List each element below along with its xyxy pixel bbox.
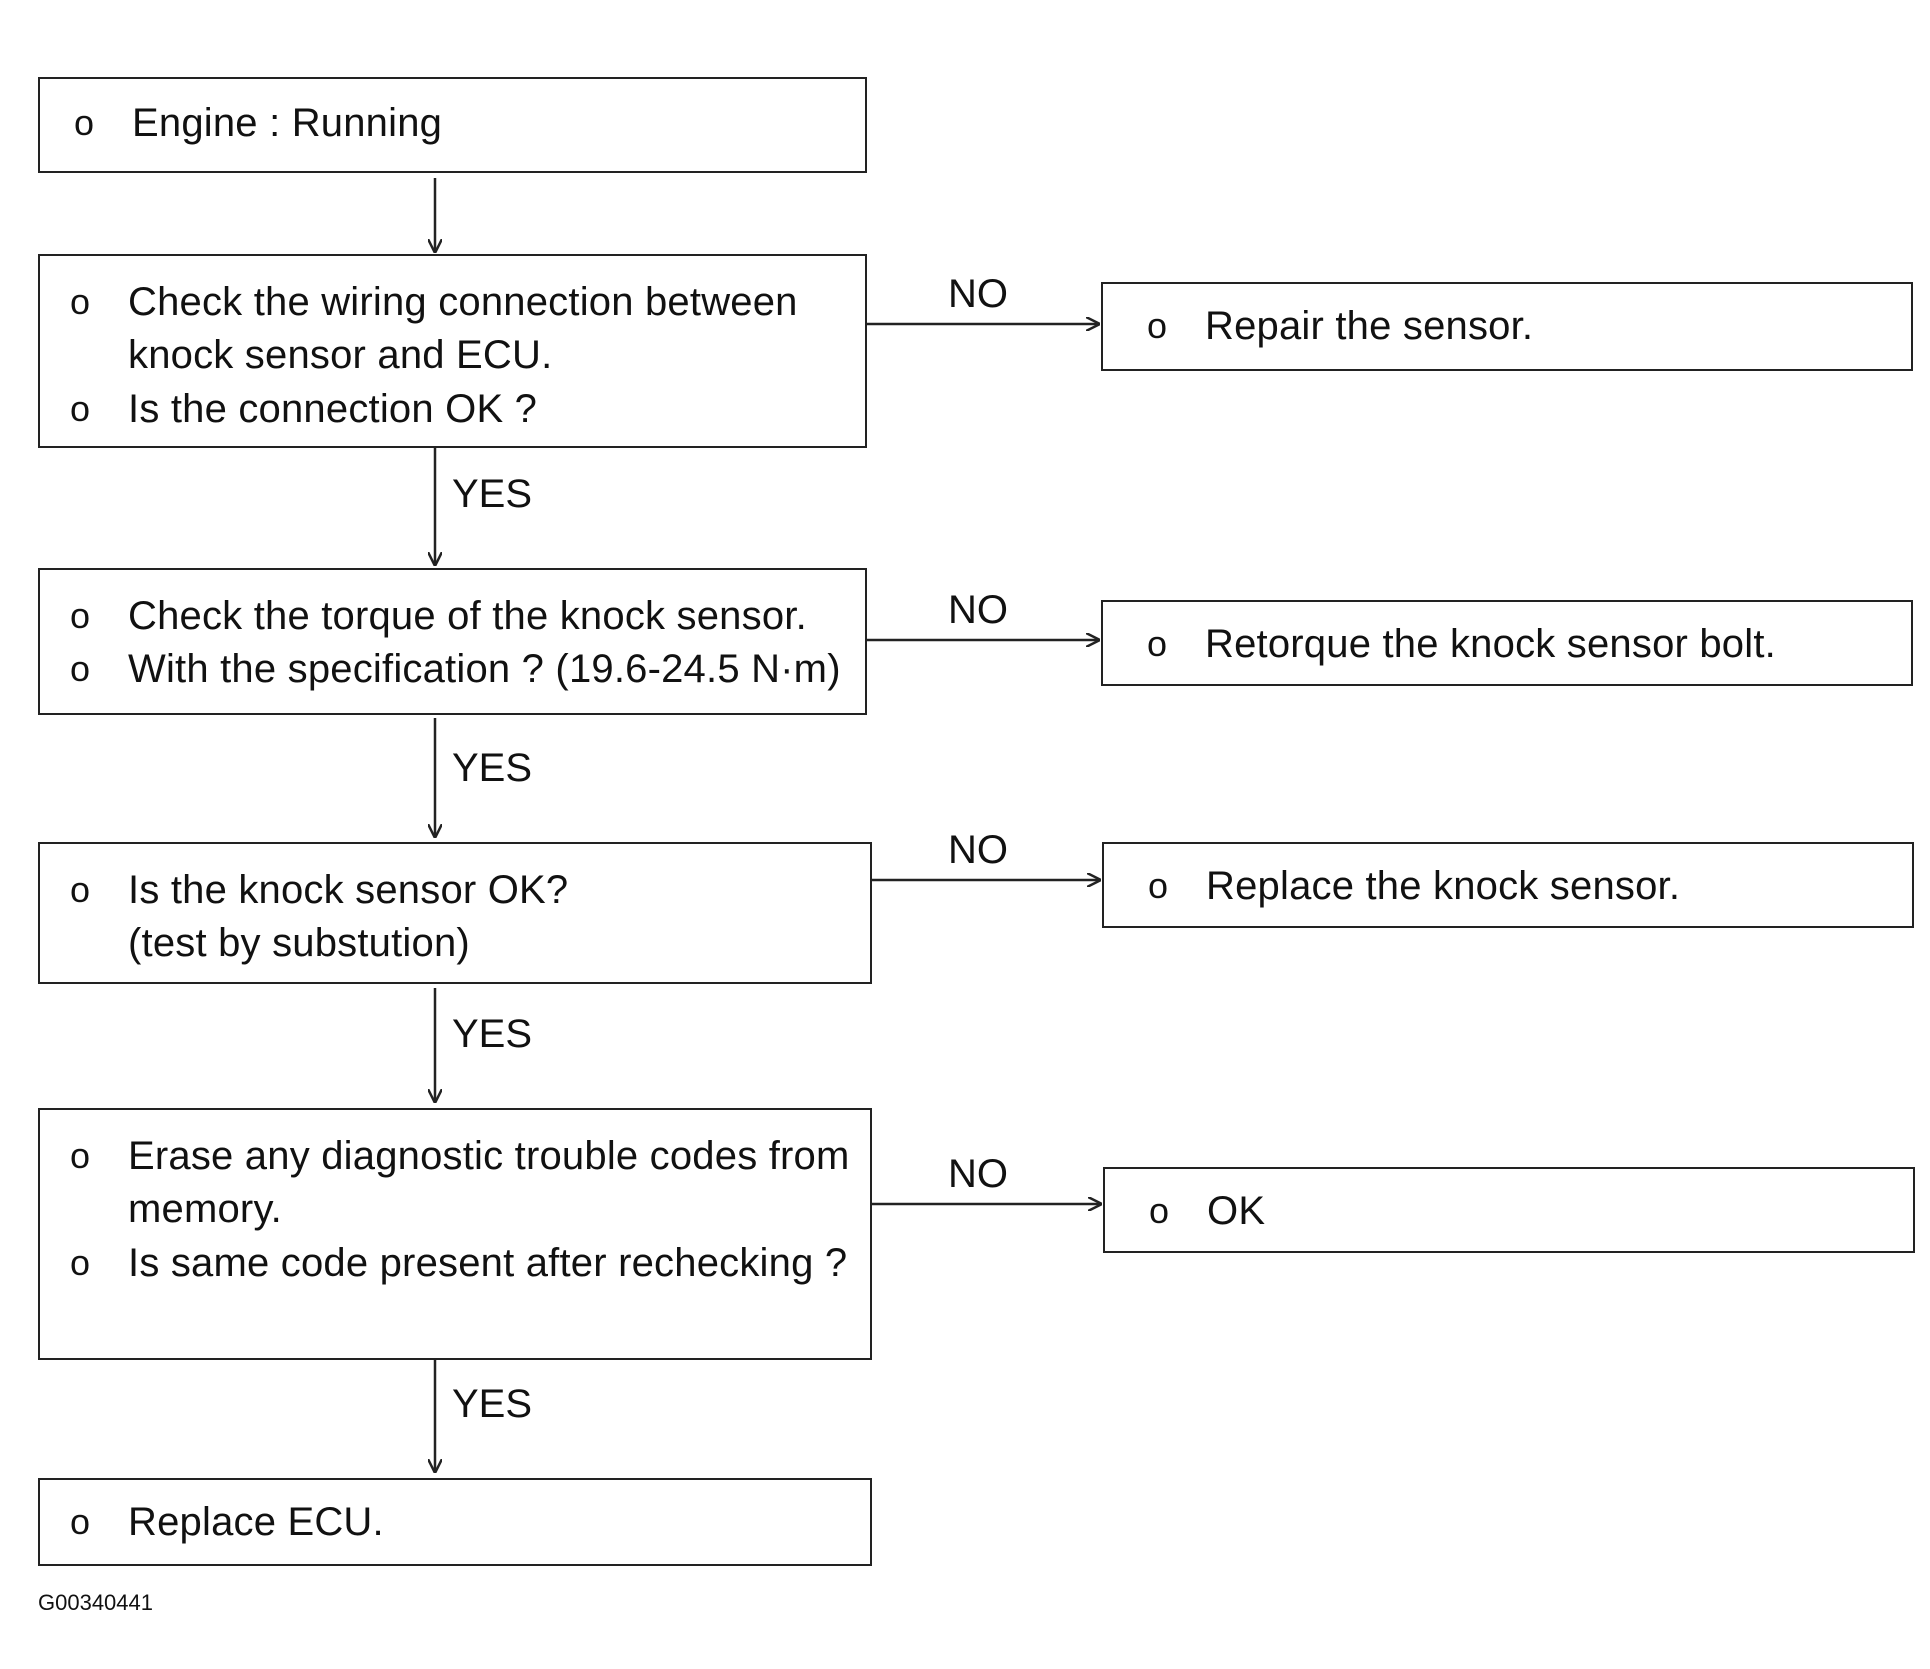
step4-line1: Erase any diagnostic trouble codes from (128, 1134, 850, 1178)
step3-line2: (test by substution) (128, 921, 470, 965)
end-text: Replace ECU. (128, 1500, 384, 1544)
no-label-step1: NO (948, 272, 1008, 316)
step1-line2: knock sensor and ECU. (128, 333, 553, 377)
bullet: o (1149, 1190, 1170, 1231)
end-box-replace-ecu: o Replace ECU. (38, 1478, 872, 1566)
bullet: o (70, 648, 91, 689)
step3-line1: Is the knock sensor OK? (128, 868, 569, 912)
decision-box-knock-sensor: o Is the knock sensor OK? (test by subst… (38, 842, 872, 984)
start-box: o Engine : Running (38, 77, 867, 173)
start-text: Engine : Running (132, 101, 443, 145)
bullet: o (1147, 623, 1168, 664)
step4-line3: Is same code present after rechecking ? (128, 1241, 848, 1285)
decision-box-erase-codes: o Erase any diagnostic trouble codes fro… (38, 1108, 872, 1360)
bullet: o (70, 595, 91, 636)
bullet: o (70, 281, 91, 322)
bullet: o (70, 869, 91, 910)
action1-text: Repair the sensor. (1205, 304, 1534, 348)
action-box-replace-knock-sensor: o Replace the knock sensor. (1102, 842, 1914, 928)
action-box-retorque-bolt: o Retorque the knock sensor bolt. (1101, 600, 1913, 686)
yes-label-step3: YES (452, 1012, 533, 1056)
bullet: o (1147, 305, 1168, 346)
action2-text: Retorque the knock sensor bolt. (1205, 622, 1776, 666)
bullet: o (74, 102, 95, 143)
action3-text: Replace the knock sensor. (1206, 864, 1681, 908)
step2-line1: Check the torque of the knock sensor. (128, 594, 807, 638)
step2-line2: With the specification ? (19.6-24.5 N·m) (128, 647, 841, 691)
bullet: o (1148, 865, 1169, 906)
action-box-repair-sensor: o Repair the sensor. (1101, 282, 1913, 371)
bullet: o (70, 1501, 91, 1542)
bullet: o (70, 1242, 91, 1283)
yes-label-step4: YES (452, 1382, 533, 1426)
yes-label-step1: YES (452, 472, 533, 516)
no-label-step3: NO (948, 828, 1008, 872)
step4-line2: memory. (128, 1187, 282, 1231)
bullet: o (70, 1135, 91, 1176)
step1-line1: Check the wiring connection between (128, 280, 798, 324)
yes-label-step2: YES (452, 746, 533, 790)
decision-box-torque: o Check the torque of the knock sensor. … (38, 568, 867, 715)
step1-line3: Is the connection OK ? (128, 387, 538, 431)
action4-text: OK (1207, 1189, 1266, 1233)
action-box-ok: o OK (1103, 1167, 1915, 1253)
decision-box-wiring: o Check the wiring connection between kn… (38, 254, 867, 448)
figure-id: G00340441 (38, 1590, 153, 1615)
bullet: o (70, 388, 91, 429)
no-label-step2: NO (948, 588, 1008, 632)
no-label-step4: NO (948, 1152, 1008, 1196)
